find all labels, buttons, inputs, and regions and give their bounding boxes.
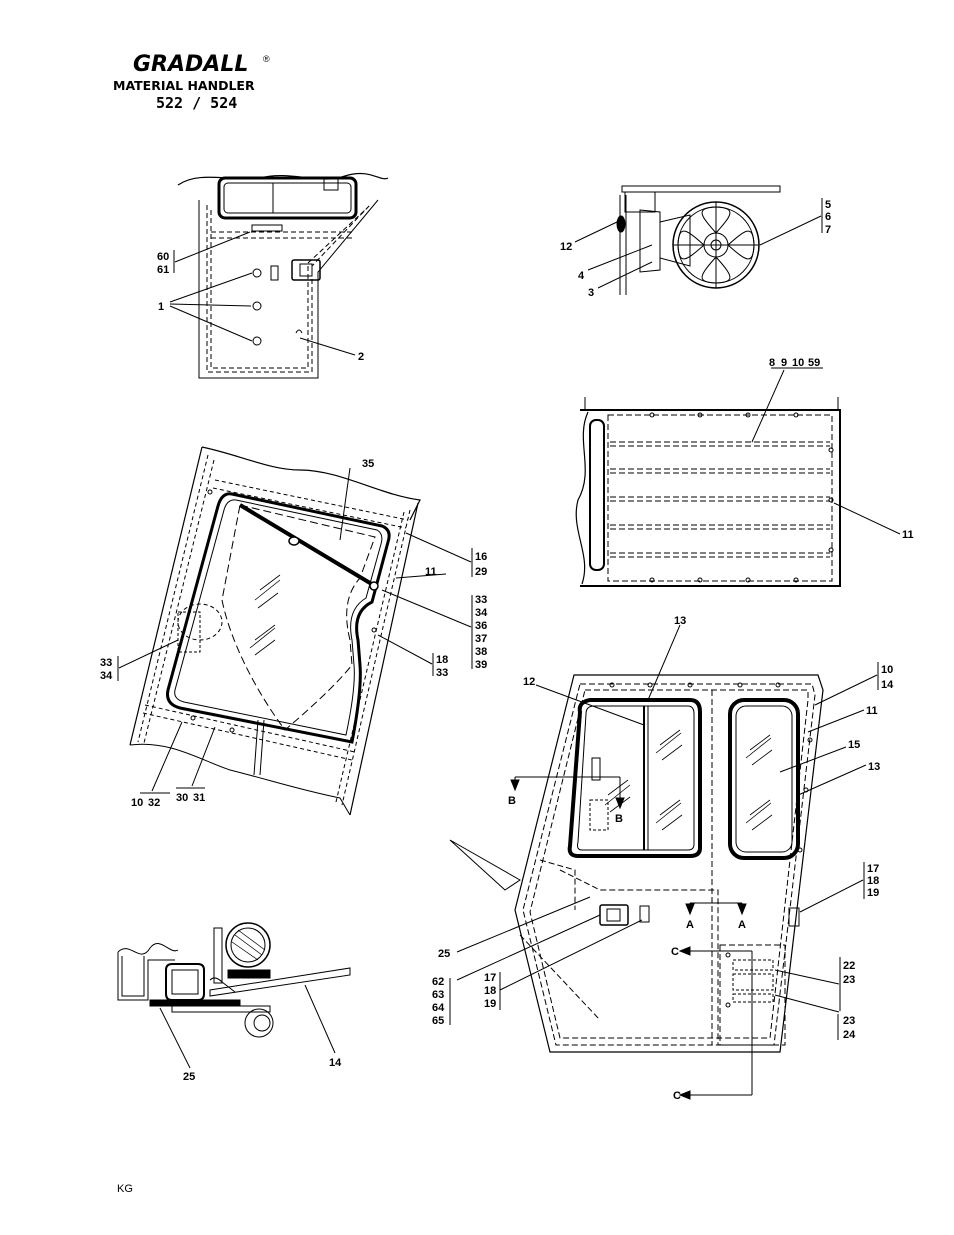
callout-11: 11 [425,566,437,578]
door-interior-callouts: 35 16 29 11 33 34 36 37 38 39 18 33 33 3… [100,458,488,809]
callout-31: 31 [193,792,205,804]
callout-18: 18 [436,654,448,666]
callout-23b: 23 [843,1015,855,1027]
section-mark-a-left: A [686,919,694,931]
callout-8: 8 [769,357,775,369]
callout-17b: 17 [484,972,496,984]
seal-detail-view [117,922,351,1069]
callout-25: 25 [438,948,450,960]
callout-4: 4 [578,270,585,282]
registered-mark: ® [263,54,270,64]
callout-10: 10 [131,797,143,809]
callout-19: 19 [867,887,879,899]
callout-12: 12 [523,676,535,688]
wiper-motor-callouts: 12 4 3 5 6 7 [560,199,831,299]
callout-61: 61 [157,264,169,276]
section-mark-c-top: C [671,946,679,958]
callout-34b: 34 [100,670,113,682]
callout-17: 17 [867,863,879,875]
callout-19b: 19 [484,998,496,1010]
callout-10: 10 [792,357,804,369]
callout-10: 10 [881,664,893,676]
callout-34: 34 [475,607,488,619]
cab-assembly-callouts: 13 12 10 14 11 15 13 17 18 19 22 23 23 2… [432,615,894,1102]
callout-16: 16 [475,551,487,563]
callout-35: 35 [362,458,374,470]
callout-59: 59 [808,357,820,369]
footer-code: KG [117,1183,133,1195]
callout-13b: 13 [868,761,880,773]
brand-name: GRADALL [133,52,248,77]
callout-62: 62 [432,976,444,988]
callout-2: 2 [358,351,364,363]
callout-63: 63 [432,989,444,1001]
callout-12: 12 [560,241,572,253]
callout-11: 11 [866,705,878,717]
callout-13: 13 [674,615,686,627]
callout-36: 36 [475,620,487,632]
section-mark-b-right: B [615,813,623,825]
callout-33b: 33 [436,667,448,679]
callout-37: 37 [475,633,487,645]
callout-9: 9 [781,357,787,369]
callout-18b: 18 [484,985,496,997]
callout-5: 5 [825,199,831,211]
callout-64: 64 [432,1002,445,1014]
callout-32: 32 [148,797,160,809]
door-interior-view [117,446,473,816]
callout-23: 23 [843,974,855,986]
brand-product: MATERIAL HANDLER [113,78,255,93]
callout-39: 39 [475,659,487,671]
callout-33: 33 [475,594,487,606]
section-mark-b-left: B [508,795,516,807]
callout-65: 65 [432,1015,444,1027]
callout-29: 29 [475,566,487,578]
callout-11: 11 [902,529,914,541]
callout-3: 3 [588,287,594,299]
callout-1: 1 [158,301,164,313]
seal-detail-callouts: 25 14 [183,1057,342,1083]
callout-60: 60 [157,251,169,263]
callout-15: 15 [848,739,860,751]
callout-14: 14 [881,679,894,691]
brand-model: 522 / 524 [156,94,237,112]
callout-14: 14 [329,1057,342,1069]
callout-33c: 33 [100,657,112,669]
headliner-view [575,367,901,587]
headliner-callouts: 8 9 10 59 11 [769,357,914,541]
cab-assembly-view [449,624,879,1100]
callout-22: 22 [843,960,855,972]
callout-25: 25 [183,1071,195,1083]
wiper-motor-view [574,185,823,295]
callout-24: 24 [843,1029,856,1041]
callout-6: 6 [825,211,831,223]
door-exterior-callouts: 60 61 1 2 [157,251,364,363]
callout-7: 7 [825,224,831,236]
callout-38: 38 [475,646,487,658]
section-mark-a-right: A [738,919,746,931]
callout-18: 18 [867,875,879,887]
callout-30: 30 [176,792,188,804]
brand-logo: GRADALL ® MATERIAL HANDLER 522 / 524 [113,52,270,112]
section-mark-c-bottom: C [673,1090,681,1102]
door-exterior-view [169,172,389,379]
